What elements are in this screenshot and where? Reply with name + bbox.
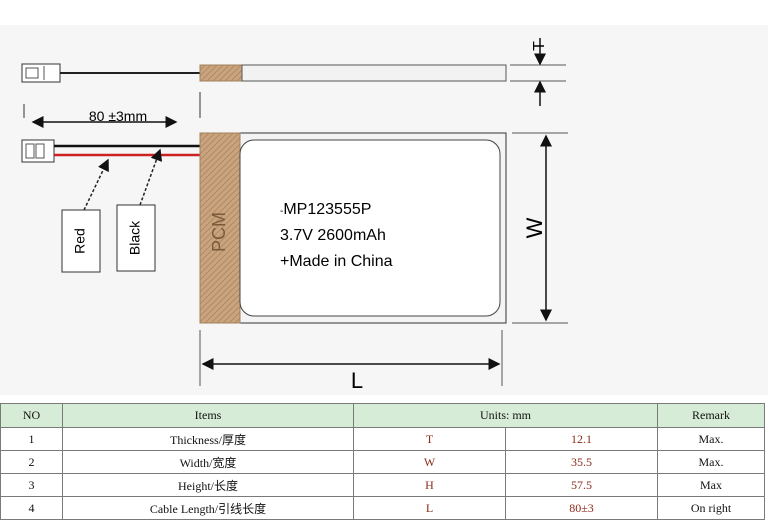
pcm-board [199,132,241,324]
header-items: Items [62,403,354,428]
table-row: 2 Width/宽度 W 35.5 Max. [0,450,766,474]
spec-line: 3.7V 2600mAh [280,227,386,244]
header-no: NO [0,403,63,428]
row-code: W [353,450,506,474]
specification-table: NO Items Units: mm Remark 1 Thickness/厚度… [0,403,766,520]
dim-l-label: L [351,368,363,393]
black-wire-label-box [116,204,156,272]
pcm-label: PCM [209,212,229,252]
table-header-row: NO Items Units: mm Remark [0,403,766,428]
red-callout-line [83,158,109,211]
row-remark: Max [657,473,766,497]
table-row: 3 Height/长度 H 57.5 Max [0,473,766,497]
table-row: 1 Thickness/厚度 T 12.1 Max. [0,427,766,451]
row-item: Thickness/厚度 [62,427,354,451]
cable-dimension-label: 80 ±3mm [89,108,147,124]
black-wire-label: Black [127,220,143,255]
table-row: 4 Cable Length/引线长度 L 80±3 On right [0,496,766,520]
row-no: 3 [0,473,63,497]
row-remark: On right [657,496,766,520]
row-no: 4 [0,496,63,520]
battery-technical-drawing: T 80 ±3mm PCM -MP123555P 3.7V 2600mAh +M… [21,38,568,393]
row-item: Width/宽度 [62,450,354,474]
row-remark: Max. [657,427,766,451]
dim-w-label: W [522,217,547,238]
connector-top [21,63,61,83]
row-remark: Max. [657,450,766,474]
cell-side [241,64,507,82]
origin-line: +Made in China [280,253,393,270]
row-no: 2 [0,450,63,474]
row-code: T [353,427,506,451]
red-wire-label-box [61,209,101,273]
header-remark: Remark [657,403,766,428]
row-no: 1 [0,427,63,451]
row-code: H [353,473,506,497]
front-view: PCM -MP123555P 3.7V 2600mAh +Made in Chi… [21,132,568,393]
row-value: 35.5 [504,450,659,474]
connector-front [21,139,55,163]
model-line: -MP123555P [280,201,371,218]
side-view: T [21,38,566,106]
row-item: Height/长度 [62,473,354,497]
row-item: Cable Length/引线长度 [62,496,354,520]
row-value: 57.5 [504,473,659,497]
row-value: 12.1 [504,427,659,451]
row-code: L [353,496,506,520]
cell-label-area [239,139,501,317]
red-wire-label: Red [72,228,88,254]
dim-t-label: T [531,41,548,51]
pcm-side [199,64,243,82]
row-value: 80±3 [504,496,659,520]
header-units: Units: mm [352,403,659,428]
